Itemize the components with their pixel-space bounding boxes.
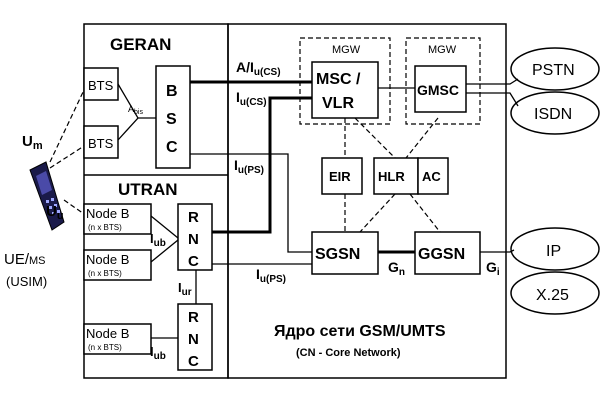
isdn-label: ISDN <box>534 106 572 123</box>
gmsc-label: GMSC <box>417 82 459 98</box>
utran-title: UTRAN <box>118 180 178 199</box>
gi-interface-label: Gi <box>486 259 500 278</box>
um-radio-link-2 <box>49 89 85 163</box>
rnc-1-letter-r: R <box>188 209 199 226</box>
msc-hlr-signal <box>354 117 396 159</box>
node-b-2-sub: (n x BTS) <box>88 269 122 278</box>
x25-label: X.25 <box>536 287 569 304</box>
core-network-title: Ядро сети GSM/UMTS <box>274 323 446 340</box>
ue-ms-label: UE/MS <box>4 251 46 268</box>
node-b-3-sub: (n x BTS) <box>88 343 122 352</box>
iur-label: Iur <box>178 280 192 298</box>
rnc-1 <box>177 203 213 271</box>
gmsc-pstn-link <box>466 78 519 85</box>
iups-geran-link <box>190 153 312 253</box>
eir <box>321 157 363 195</box>
iub-link-2 <box>150 239 179 263</box>
geran-title: GERAN <box>110 35 171 54</box>
eir-label: EIR <box>329 169 351 184</box>
a-iucs-label: A/Iu(CS) <box>236 59 281 78</box>
core-network-frame <box>227 23 507 379</box>
uu-interface-label: Uu <box>46 203 64 222</box>
bts-2 <box>83 125 119 159</box>
bts-1-label: BTS <box>88 78 114 93</box>
msc-vlr <box>311 61 379 119</box>
rnc-1-letter-c: C <box>188 253 199 270</box>
mgw-group-msc <box>299 37 391 125</box>
ac <box>417 157 449 195</box>
gmsc-isdn-link <box>466 92 519 107</box>
um-interface-label: Um <box>22 133 43 152</box>
bsc-letter-s: S <box>166 111 177 128</box>
x25-cloud <box>510 271 600 315</box>
bsc <box>155 65 191 169</box>
iucs-utran-label: Iu(CS) <box>236 89 267 108</box>
gmsc-hlr-signal <box>405 117 439 159</box>
node-b-2-label: Node B <box>86 252 129 267</box>
gn-interface-label: Gn <box>388 259 405 278</box>
pstn-label: PSTN <box>532 62 575 79</box>
bsc-letter-c: C <box>166 139 178 156</box>
um-radio-link-1 <box>49 145 85 169</box>
pstn-cloud <box>510 47 600 91</box>
hlr-sgsn-signal <box>359 193 396 233</box>
ip-label: IP <box>546 243 561 260</box>
ggsn <box>414 231 481 275</box>
node-b-1-sub: (n x BTS) <box>88 223 122 232</box>
ac-label: AC <box>422 169 441 184</box>
mgw-group-gmsc <box>405 37 481 125</box>
node-b-3-label: Node B <box>86 326 129 341</box>
node-b-2 <box>83 249 152 281</box>
gi-link <box>480 249 515 253</box>
node-b-1-label: Node B <box>86 206 129 221</box>
rnc-2 <box>177 303 213 371</box>
iups-geran-label: Iu(PS) <box>234 157 264 176</box>
node-b-1 <box>83 203 152 235</box>
msc-label: MSC / <box>316 71 361 88</box>
gmsc <box>414 65 467 113</box>
usim-label: (USIM) <box>6 274 47 289</box>
rnc-2-letter-n: N <box>188 331 199 348</box>
iub-label-bottom: Iub <box>150 344 166 362</box>
abis-interface-label: Abis <box>128 104 143 116</box>
iub-label-top: Iub <box>150 231 166 249</box>
iub-link-1 <box>150 215 179 239</box>
rnc-1-letter-n: N <box>188 231 199 248</box>
sgsn-label: SGSN <box>315 246 360 263</box>
bsc-letter-b: B <box>166 83 178 100</box>
bts-2-label: BTS <box>88 136 114 151</box>
mgw-label-1: MGW <box>332 44 361 56</box>
isdn-cloud <box>510 91 600 135</box>
core-network-subtitle: (CN - Core Network) <box>296 347 401 359</box>
ggsn-label: GGSN <box>418 246 465 263</box>
ip-cloud <box>510 227 600 271</box>
hlr-ggsn-signal <box>409 193 441 233</box>
iucs-utran-link <box>212 96 312 234</box>
mobile-phone-icon <box>29 161 65 231</box>
iups-utran-label: Iu(PS) <box>256 266 286 285</box>
vlr-label: VLR <box>322 95 354 112</box>
mgw-label-2: MGW <box>428 44 457 56</box>
rnc-2-letter-r: R <box>188 309 199 326</box>
rnc-2-letter-c: C <box>188 353 199 370</box>
bts-1 <box>83 67 119 101</box>
node-b-3 <box>83 323 152 355</box>
uu-radio-link <box>63 199 85 215</box>
hlr-label: HLR <box>378 169 405 184</box>
sgsn <box>311 231 379 275</box>
